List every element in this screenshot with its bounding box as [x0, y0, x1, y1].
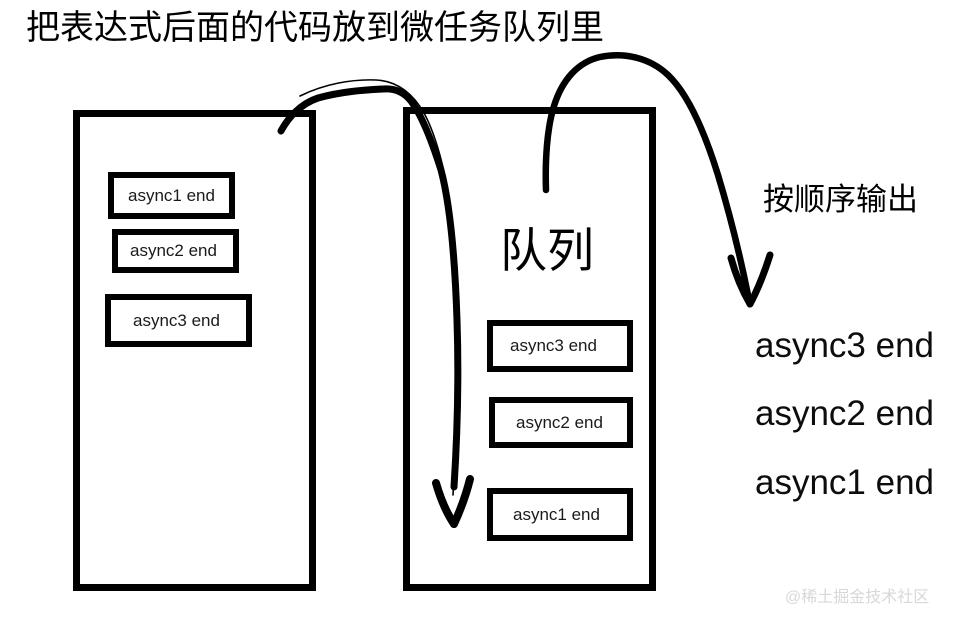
- queue-caption: 队列: [500, 224, 594, 277]
- stack-task-box: async1 end: [108, 172, 235, 219]
- watermark: @稀土掘金技术社区: [785, 589, 930, 606]
- queue-task-box: async2 end: [489, 397, 633, 448]
- queue-task-label: async3 end: [510, 336, 597, 355]
- page-title: 把表达式后面的代码放到微任务队列里: [26, 9, 604, 47]
- queue-task-label: async2 end: [516, 412, 603, 432]
- stack-task-label: async2 end: [130, 241, 217, 260]
- stack-task-box: async3 end: [105, 294, 252, 347]
- stack-task-label: async3 end: [133, 310, 220, 330]
- output-line: async2 end: [755, 394, 935, 433]
- output-order-caption: 按顺序输出: [763, 182, 918, 217]
- stack-task-label: async1 end: [128, 185, 215, 205]
- output-line: async3 end: [755, 326, 935, 365]
- queue-task-box: async1 end: [487, 488, 633, 541]
- output-line: async1 end: [755, 463, 935, 502]
- queue-task-box: async3 end: [487, 320, 633, 372]
- queue-task-label: async1 end: [513, 504, 600, 524]
- stack-task-box: async2 end: [112, 229, 239, 273]
